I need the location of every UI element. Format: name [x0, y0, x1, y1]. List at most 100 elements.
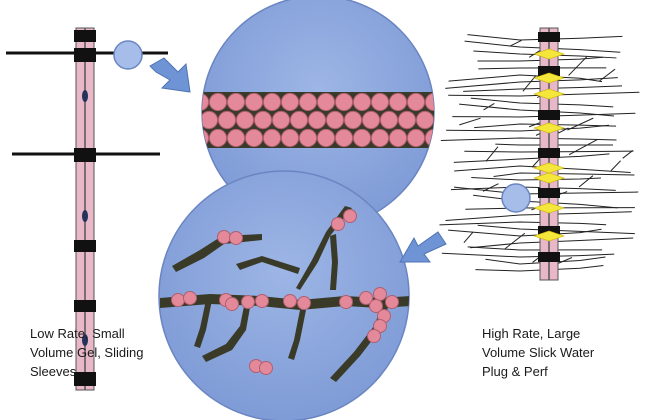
fracture-branch	[463, 231, 474, 243]
bottom-proppant	[171, 209, 399, 375]
fracture-line	[445, 211, 632, 222]
fracture-branch	[568, 55, 588, 76]
proppant-grain	[171, 293, 185, 307]
fracture-branch	[568, 139, 598, 156]
right-packer	[538, 110, 560, 120]
proppant-grain	[280, 92, 300, 112]
fracture-branch	[567, 117, 594, 131]
proppant-grain	[217, 230, 231, 244]
proppant-grain	[244, 128, 264, 148]
proppant-grain	[406, 128, 426, 148]
left-packer	[74, 300, 96, 312]
fracture-line	[448, 74, 603, 83]
proppant-grain	[406, 92, 426, 112]
proppant-grain	[280, 128, 300, 148]
right-wellbore	[439, 27, 640, 281]
perforation-cluster	[533, 202, 565, 214]
left-packer	[74, 30, 96, 42]
proppant-grain	[202, 110, 219, 130]
proppant-grain	[217, 110, 237, 130]
fracture-branch	[485, 146, 499, 162]
fracture-branch	[599, 68, 616, 82]
left-zoom-bubble	[113, 40, 143, 70]
proppant-grain	[235, 110, 255, 130]
left-packers	[74, 30, 96, 386]
caption-left-line-1: Low Rate, Small	[30, 326, 125, 341]
proppant-grain	[226, 128, 246, 148]
proppant-grain	[283, 294, 297, 308]
proppant-grain	[397, 110, 417, 130]
bottom-fracture-network	[160, 206, 409, 382]
proppant-grain	[183, 291, 197, 305]
proppant-grain	[361, 110, 381, 130]
proppant-grain	[325, 110, 345, 130]
bottom-bubble	[158, 170, 410, 420]
left-port	[82, 334, 88, 346]
caption-right-line-2: Volume Slick Water	[482, 345, 595, 360]
right-packer	[538, 148, 560, 158]
proppant-grain	[359, 291, 373, 305]
fracture-line	[446, 124, 610, 132]
proppant-grain	[307, 110, 327, 130]
perforation-cluster	[533, 162, 565, 174]
right-packer	[538, 188, 560, 198]
fracture-branch	[622, 150, 634, 159]
left-port	[82, 210, 88, 222]
fracture-line	[493, 172, 635, 177]
proppant-grain	[388, 92, 408, 112]
perforation-cluster	[533, 230, 565, 242]
right-perforation-clusters	[533, 48, 565, 242]
proppant-grain	[208, 92, 228, 112]
proppant-grain	[379, 110, 399, 130]
fracture-branch	[482, 183, 499, 192]
proppant-grain	[262, 92, 282, 112]
proppant-grain	[225, 297, 239, 311]
fracture-branch	[578, 175, 594, 188]
proppant-grain	[241, 295, 255, 309]
caption-right: High Rate, Large Volume Slick Water Plug…	[482, 324, 594, 381]
proppant-grain	[298, 92, 318, 112]
left-packer	[74, 240, 96, 252]
caption-left: Low Rate, Small Volume Gel, Sliding Slee…	[30, 324, 143, 381]
top-bubble	[201, 0, 435, 229]
fracture-line	[475, 265, 604, 272]
proppant-grain	[208, 128, 228, 148]
caption-right-line-1: High Rate, Large	[482, 326, 581, 341]
proppant-grain	[343, 110, 363, 130]
proppant-grain	[352, 92, 372, 112]
arrow-top-icon	[149, 57, 191, 93]
proppant-grain	[370, 128, 390, 148]
right-packer	[538, 32, 560, 42]
fracture-branch	[483, 102, 495, 111]
fracture-line	[453, 153, 610, 163]
proppant-grain	[271, 110, 291, 130]
proppant-grain	[424, 128, 434, 148]
proppant-grain	[316, 92, 336, 112]
left-port	[82, 90, 88, 102]
fracture-branch	[610, 160, 621, 172]
fracture-line	[467, 246, 603, 251]
perforation-cluster	[533, 72, 565, 84]
proppant-grain	[367, 329, 381, 343]
arrow-bottom-icon	[399, 231, 447, 263]
proppant-grain	[289, 110, 309, 130]
perforation-cluster	[533, 88, 565, 100]
perforation-cluster	[533, 122, 565, 134]
proppant-grain	[334, 92, 354, 112]
proppant-grain	[352, 128, 372, 148]
proppant-grain	[343, 209, 357, 223]
proppant-grain	[202, 92, 210, 112]
perforation-cluster	[533, 172, 565, 184]
caption-left-line-2: Volume Gel, Sliding	[30, 345, 144, 360]
proppant-grain	[297, 296, 311, 310]
proppant-grain	[262, 128, 282, 148]
proppant-grain	[370, 92, 390, 112]
proppant-grain	[226, 92, 246, 112]
left-packer	[74, 372, 96, 386]
proppant-grain	[255, 294, 269, 308]
right-zoom-bubble	[501, 183, 531, 213]
fracture-line	[441, 252, 615, 258]
left-wellbore	[6, 27, 168, 391]
proppant-grain	[331, 217, 345, 231]
